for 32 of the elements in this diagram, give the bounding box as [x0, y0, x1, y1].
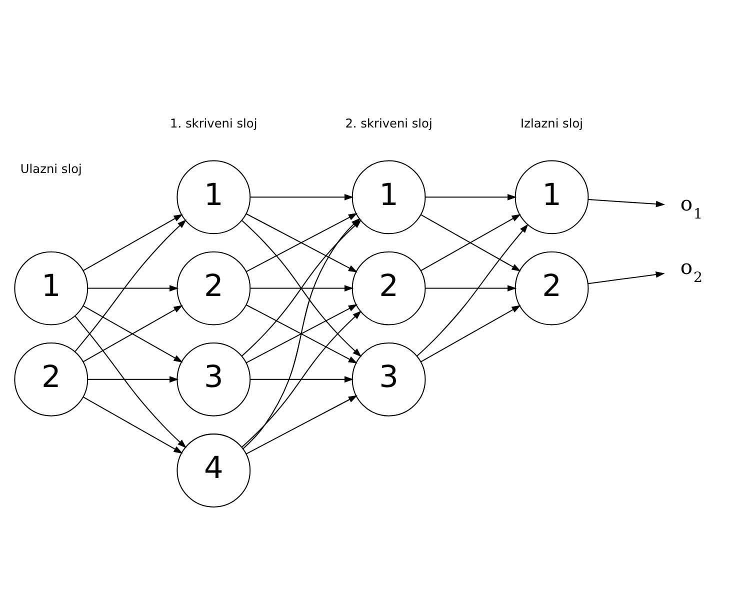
arrow — [82, 396, 183, 454]
arrow — [250, 376, 354, 382]
arrow — [88, 376, 179, 382]
node-circle: 2 — [14, 342, 88, 416]
node-circle: 2 — [176, 250, 251, 325]
arrow — [74, 219, 186, 352]
arrow — [88, 284, 179, 291]
node-circle: 2 — [514, 250, 589, 325]
label: 2. skriveni sloj — [345, 116, 432, 130]
arrow — [250, 193, 354, 200]
node-circle: 3 — [176, 342, 251, 416]
arrow — [250, 284, 354, 291]
node-text: o$_{2}$ — [680, 254, 703, 286]
arrow — [82, 304, 183, 362]
arrow — [246, 212, 358, 272]
label: Izlazni sloj — [520, 116, 584, 130]
arrow — [416, 223, 528, 356]
arrow — [242, 310, 362, 448]
node-text: o$_{1}$ — [680, 190, 703, 222]
label: 1. skriveni sloj — [170, 116, 258, 130]
arrow — [426, 193, 517, 200]
arrow — [82, 214, 183, 271]
arrow — [426, 284, 517, 291]
label: Ulazni sloj — [20, 161, 82, 176]
node-circle: 1 — [14, 250, 88, 325]
arrow — [588, 270, 665, 284]
arrow — [420, 214, 521, 271]
arrow — [246, 394, 358, 454]
arrow — [588, 198, 666, 207]
arrow — [74, 315, 186, 448]
arrow — [242, 218, 360, 448]
arrow — [420, 304, 521, 362]
